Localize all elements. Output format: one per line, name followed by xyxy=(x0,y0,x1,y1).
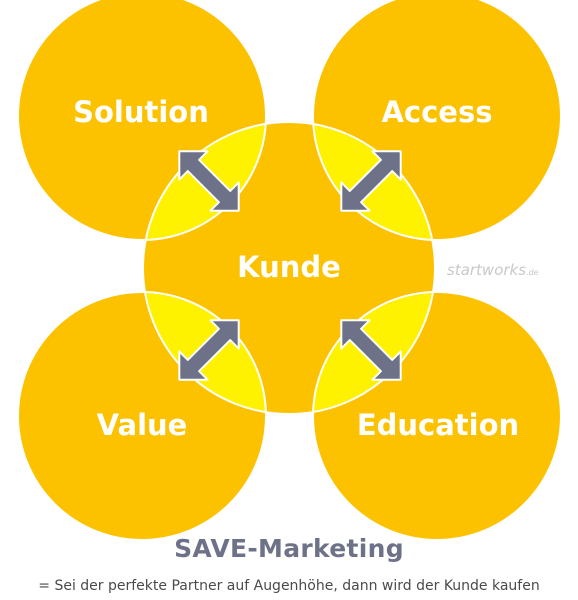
double-arrow-icon-access xyxy=(340,150,402,212)
page-title: SAVE-Marketing xyxy=(174,534,404,563)
solution-label: Solution xyxy=(73,95,209,129)
education-label: Education xyxy=(357,408,519,442)
watermark-brand: startworks xyxy=(447,261,526,279)
double-arrow-icon-value xyxy=(178,319,240,381)
startworks-watermark: startworks.de xyxy=(447,261,539,279)
access-label: Access xyxy=(381,95,492,129)
kunde-label: Kunde xyxy=(237,250,341,284)
double-arrow-icon-education xyxy=(340,319,402,381)
circle-outlines xyxy=(17,0,562,541)
watermark-suffix: .de xyxy=(526,268,539,277)
value-label: Value xyxy=(97,408,188,442)
page-subtitle: = Sei der perfekte Partner auf Augenhöhe… xyxy=(38,578,540,594)
double-arrow-icon-solution xyxy=(178,150,240,212)
